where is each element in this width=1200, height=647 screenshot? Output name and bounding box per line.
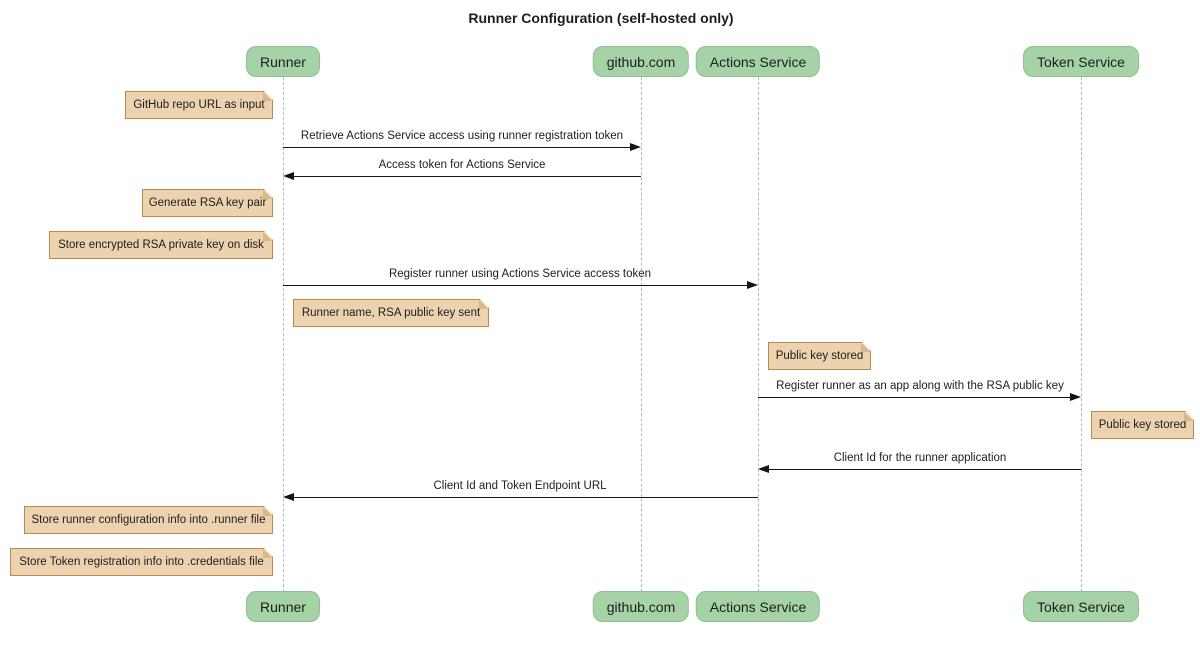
participant-bottom-github: github.com <box>592 591 690 622</box>
arrowhead-icon <box>747 281 758 289</box>
arrowhead-icon <box>758 465 769 473</box>
diagram-title: Runner Configuration (self-hosted only) <box>468 10 734 26</box>
note: Generate RSA key pair <box>142 189 273 217</box>
arrowhead-icon <box>1070 393 1081 401</box>
message-line <box>758 397 1070 399</box>
participant-bottom-runner: Runner <box>246 591 320 622</box>
participant-top-runner: Runner <box>246 46 320 77</box>
message-line <box>283 285 747 287</box>
note: Public key stored <box>768 342 871 370</box>
message-line <box>287 176 641 178</box>
message-line <box>283 147 637 149</box>
message-label: Client Id and Token Endpoint URL <box>433 480 607 492</box>
participant-top-token-service: Token Service <box>1023 46 1139 77</box>
note: GitHub repo URL as input <box>125 91 273 119</box>
message-line <box>294 497 758 499</box>
message-label: Access token for Actions Service <box>378 159 546 171</box>
arrowhead-icon <box>283 172 294 180</box>
message-label: Register runner as an app along with the… <box>776 380 1064 392</box>
note: Public key stored <box>1091 411 1194 439</box>
lifeline-token-service <box>1081 77 1082 592</box>
participant-top-actions-service: Actions Service <box>695 46 821 77</box>
message-line <box>769 469 1081 471</box>
arrowhead-icon <box>630 143 641 151</box>
lifeline-actions-service <box>758 77 759 592</box>
participant-bottom-actions-service: Actions Service <box>695 591 821 622</box>
note: Store Token registration info into .cred… <box>10 548 273 576</box>
message-label: Retrieve Actions Service access using ru… <box>300 130 624 142</box>
note: Store encrypted RSA private key on disk <box>49 231 273 259</box>
lifeline-runner <box>283 77 284 592</box>
arrowhead-icon <box>283 493 294 501</box>
message-label: Register runner using Actions Service ac… <box>388 268 652 280</box>
lifeline-github <box>641 77 642 592</box>
message-label: Client Id for the runner application <box>833 452 1007 464</box>
participant-bottom-token-service: Token Service <box>1023 591 1139 622</box>
participant-top-github: github.com <box>592 46 690 77</box>
note: Runner name, RSA public key sent <box>293 299 489 327</box>
note: Store runner configuration info into .ru… <box>24 506 273 534</box>
